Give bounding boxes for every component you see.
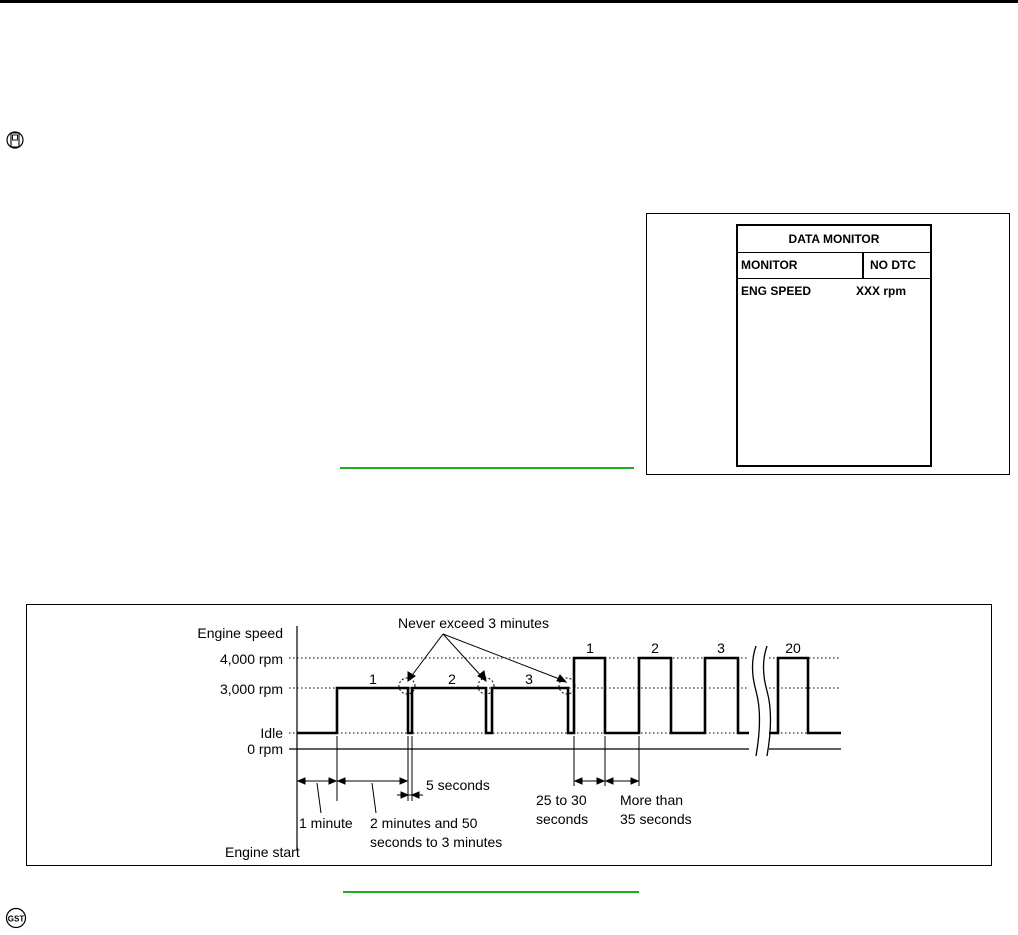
consult-icon [6, 128, 24, 152]
note-arrow [409, 633, 444, 679]
interval-label-2b: seconds to 3 minutes [370, 834, 502, 850]
reference-link-line[interactable] [343, 891, 639, 893]
y-axis-title: Engine speed [197, 625, 283, 641]
data-monitor-header: MONITOR NO DTC [738, 252, 930, 279]
y-label-0: 0 rpm [247, 741, 283, 757]
short-interval-label: 5 seconds [426, 777, 490, 793]
cycle-label-4000-3: 3 [717, 640, 725, 656]
cycle-label-4000-20: 20 [785, 640, 801, 656]
eng-speed-value: XXX rpm [856, 284, 907, 298]
interval-label-4a: More than [620, 792, 683, 808]
interval-label-4b: 35 seconds [620, 811, 692, 827]
gst-icon: GST [5, 907, 27, 929]
cycle-label-3000-2: 2 [448, 671, 456, 687]
arrowhead [477, 670, 487, 683]
reference-link-line[interactable] [340, 467, 634, 469]
interval-label-3b: seconds [536, 811, 588, 827]
never-exceed-note: Never exceed 3 minutes [398, 615, 549, 631]
svg-text:GST: GST [8, 915, 25, 924]
interval-label-1: 1 minute [299, 815, 353, 831]
header-divider [862, 252, 864, 278]
monitor-label: MONITOR [741, 258, 798, 272]
drop-highlight-circle [477, 677, 495, 695]
data-monitor-panel [646, 213, 1010, 475]
arrowhead [556, 674, 568, 683]
cycle-label-3000-1: 1 [369, 671, 377, 687]
cycle-label-3000-3: 3 [525, 671, 533, 687]
top-rule [0, 0, 1018, 3]
cycle-label-4000-2: 2 [651, 640, 659, 656]
drop-highlight-circle [558, 677, 576, 695]
y-label-idle: Idle [260, 725, 283, 741]
leader-line [316, 782, 322, 814]
interval-label-3a: 25 to 30 [536, 792, 587, 808]
engine-speed-timing-diagram: Engine speed 4,000 rpm 3,000 rpm Idle 0 … [26, 604, 992, 866]
leader-line [371, 782, 377, 814]
axis-break-mark [762, 645, 772, 757]
no-dtc-label: NO DTC [870, 258, 916, 272]
eng-speed-label: ENG SPEED [741, 284, 812, 298]
drop-highlight-circle [398, 677, 416, 695]
data-monitor-screen: DATA MONITOR MONITOR NO DTC ENG SPEED XX… [736, 224, 932, 467]
data-monitor-title: DATA MONITOR [738, 226, 930, 253]
y-label-4000: 4,000 rpm [220, 651, 283, 667]
engine-start-label: Engine start [225, 844, 300, 860]
cycle-label-4000-1: 1 [586, 640, 594, 656]
interval-label-2a: 2 minutes and 50 [370, 815, 478, 831]
note-arrow [442, 633, 563, 681]
arrowhead [407, 671, 416, 682]
note-arrow [442, 633, 484, 679]
engine-speed-trace [297, 656, 749, 735]
engine-speed-trace-after-break [769, 656, 841, 735]
axis-break-mark [751, 645, 761, 757]
y-label-3000: 3,000 rpm [220, 681, 283, 697]
